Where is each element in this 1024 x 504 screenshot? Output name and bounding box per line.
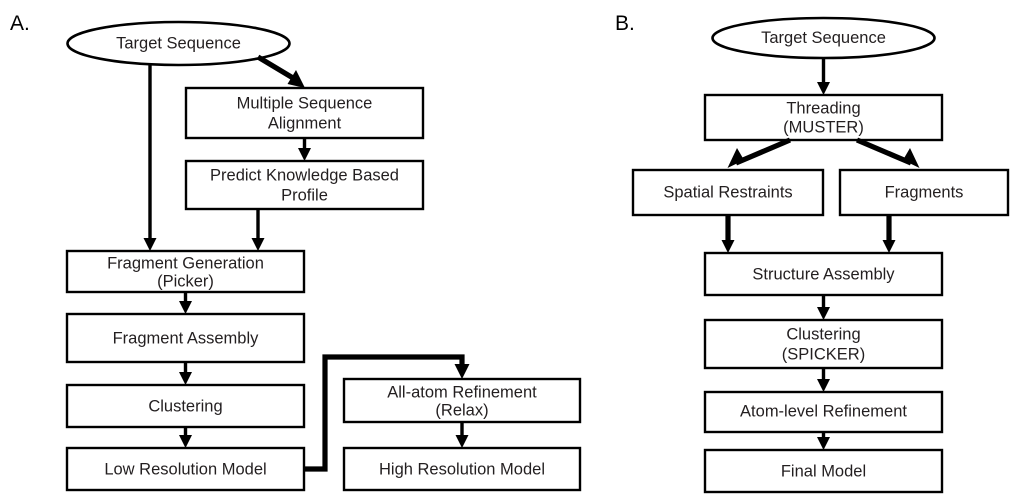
a-high-resolution-model-shape bbox=[342, 446, 582, 492]
b-spatial-restraints-label: Spatial Restraints bbox=[663, 183, 792, 201]
edge-b-threading-to-fragments bbox=[855, 137, 920, 168]
b-threading-shape bbox=[703, 93, 944, 142]
node-a-all-atom-refinement[interactable]: All-atom Refinement (Relax) bbox=[342, 377, 582, 424]
node-a-profile[interactable]: Predict Knowledge Based Profile bbox=[184, 159, 425, 211]
node-b-atom-level-refinement[interactable]: Atom-level Refinement bbox=[703, 390, 944, 434]
a-profile-label-line1: Predict Knowledge Based bbox=[210, 166, 399, 184]
node-b-spatial-restraints[interactable]: Spatial Restraints bbox=[631, 168, 825, 217]
b-atom-level-refinement-shape bbox=[703, 390, 944, 434]
a-clustering-shape bbox=[65, 383, 306, 429]
a-fragment-generation-label-line1: Fragment Generation bbox=[107, 254, 264, 272]
a-profile-shape bbox=[184, 159, 425, 211]
b-target-sequence-label: Target Sequence bbox=[761, 29, 886, 47]
node-b-threading[interactable]: Threading (MUSTER) bbox=[703, 93, 944, 142]
b-fragments-shape bbox=[838, 168, 1010, 217]
a-high-resolution-model-label: High Resolution Model bbox=[379, 460, 545, 478]
node-a-target-sequence[interactable]: Target Sequence bbox=[66, 20, 291, 67]
edge-a-fraggen-to-assembly bbox=[179, 292, 192, 314]
panel-b: B. Target Sequence Threading (MUSTER) bbox=[615, 12, 1010, 494]
panel-a: A. Target Sequence Multiple Sequence Ali… bbox=[10, 12, 582, 492]
b-structure-assembly-shape bbox=[703, 251, 944, 297]
b-atom-level-refinement-label: Atom-level Refinement bbox=[740, 402, 907, 420]
node-a-fragment-generation[interactable]: Fragment Generation (Picker) bbox=[65, 249, 306, 294]
b-final-model-label: Final Model bbox=[781, 462, 866, 480]
edge-b-clustering-to-atomlevel bbox=[817, 368, 830, 392]
node-b-structure-assembly[interactable]: Structure Assembly bbox=[703, 251, 944, 297]
panel-b-label: B. bbox=[615, 12, 635, 35]
edge-a-target-to-fraggen bbox=[143, 65, 157, 251]
a-target-sequence-label: Target Sequence bbox=[116, 34, 241, 52]
a-all-atom-refinement-shape bbox=[342, 377, 582, 424]
edge-b-fragments-to-structure bbox=[882, 215, 896, 253]
b-threading-label-line2: (MUSTER) bbox=[783, 118, 864, 136]
node-a-fragment-assembly[interactable]: Fragment Assembly bbox=[65, 312, 306, 364]
a-fragment-assembly-label: Fragment Assembly bbox=[113, 329, 260, 347]
a-all-atom-refinement-label-line2: (Relax) bbox=[435, 401, 488, 419]
node-a-msa[interactable]: Multiple Sequence Alignment bbox=[184, 86, 425, 140]
edge-b-spatial-to-structure bbox=[721, 215, 735, 253]
a-msa-label-line1: Multiple Sequence bbox=[237, 94, 373, 112]
edge-a-msa-to-profile bbox=[298, 138, 311, 161]
edge-a-target-to-msa bbox=[256, 54, 305, 88]
edge-b-threading-to-spatial bbox=[727, 137, 792, 168]
b-spatial-restraints-shape bbox=[631, 168, 825, 217]
node-a-high-resolution-model[interactable]: High Resolution Model bbox=[342, 446, 582, 492]
a-fragment-generation-label-line2: (Picker) bbox=[157, 272, 214, 290]
b-structure-assembly-label: Structure Assembly bbox=[752, 265, 895, 283]
a-target-sequence-shape bbox=[66, 20, 291, 67]
b-clustering-label-line1: Clustering bbox=[786, 325, 860, 343]
b-clustering-label-line2: (SPICKER) bbox=[782, 345, 865, 363]
a-msa-label-line2: Alignment bbox=[268, 114, 342, 132]
edge-a-profile-to-fraggen bbox=[251, 209, 265, 251]
panel-a-label: A. bbox=[10, 12, 30, 35]
edge-a-refinement-to-highres bbox=[455, 422, 469, 448]
edge-a-assembly-to-clustering bbox=[179, 362, 192, 385]
a-profile-label-line2: Profile bbox=[281, 186, 328, 204]
b-threading-label-line1: Threading bbox=[786, 99, 860, 117]
b-final-model-shape bbox=[703, 448, 944, 494]
node-b-fragments[interactable]: Fragments bbox=[838, 168, 1010, 217]
node-a-low-resolution-model[interactable]: Low Resolution Model bbox=[65, 446, 306, 492]
node-b-clustering[interactable]: Clustering (SPICKER) bbox=[703, 318, 944, 370]
edge-b-structure-to-clustering bbox=[817, 295, 830, 320]
edge-a-clustering-to-lowres bbox=[179, 427, 192, 448]
node-b-target-sequence[interactable]: Target Sequence bbox=[711, 16, 936, 60]
edge-a-lowres-to-refinement bbox=[304, 354, 470, 472]
a-low-resolution-model-label: Low Resolution Model bbox=[104, 460, 266, 478]
a-clustering-label: Clustering bbox=[148, 397, 222, 415]
a-fragment-generation-shape bbox=[65, 249, 306, 294]
node-b-final-model[interactable]: Final Model bbox=[703, 448, 944, 494]
b-fragments-label: Fragments bbox=[885, 183, 964, 201]
node-a-clustering[interactable]: Clustering bbox=[65, 383, 306, 429]
a-all-atom-refinement-label-line1: All-atom Refinement bbox=[387, 383, 537, 401]
a-low-resolution-model-shape bbox=[65, 446, 306, 492]
edge-b-target-to-threading bbox=[817, 58, 830, 95]
edge-b-atomlevel-to-final bbox=[817, 432, 830, 450]
